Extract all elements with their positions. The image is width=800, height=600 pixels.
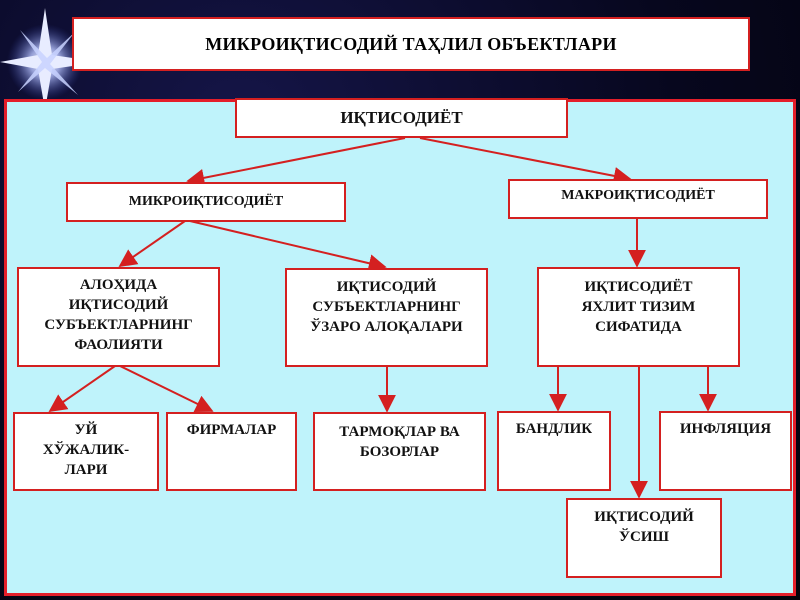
node-markets: ТАРМОҚЛАР ВА БОЗОРЛАР [313,412,486,491]
diagram-title: МИКРОИҚТИСОДИЙ ТАҲЛИЛ ОБЪЕКТЛАРИ [72,17,750,71]
node-whole-system: ИҚТИСОДИЁТ ЯХЛИТ ТИЗИМ СИФАТИДА [537,267,740,367]
node-micro: МИКРОИҚТИСОДИЁТ [66,182,346,222]
node-inflation: ИНФЛЯЦИЯ [659,411,792,491]
node-households: УЙ ХЎЖАЛИК- ЛАРИ [13,412,159,491]
node-individual-activity: АЛОҲИДА ИҚТИСОДИЙ СУБЪЕКТЛАРНИНГ ФАОЛИЯТ… [17,267,220,367]
node-employment: БАНДЛИК [497,411,611,491]
node-growth: ИҚТИСОДИЙ ЎСИШ [566,498,722,578]
star-decoration-icon [0,8,100,110]
node-interrelations: ИҚТИСОДИЙ СУБЪЕКТЛАРНИНГ ЎЗАРО АЛОҚАЛАРИ [285,268,488,367]
node-macro: МАКРОИҚТИСОДИЁТ [508,179,768,219]
node-firms: ФИРМАЛАР [166,412,297,491]
node-economy: ИҚТИСОДИЁТ [235,98,568,138]
